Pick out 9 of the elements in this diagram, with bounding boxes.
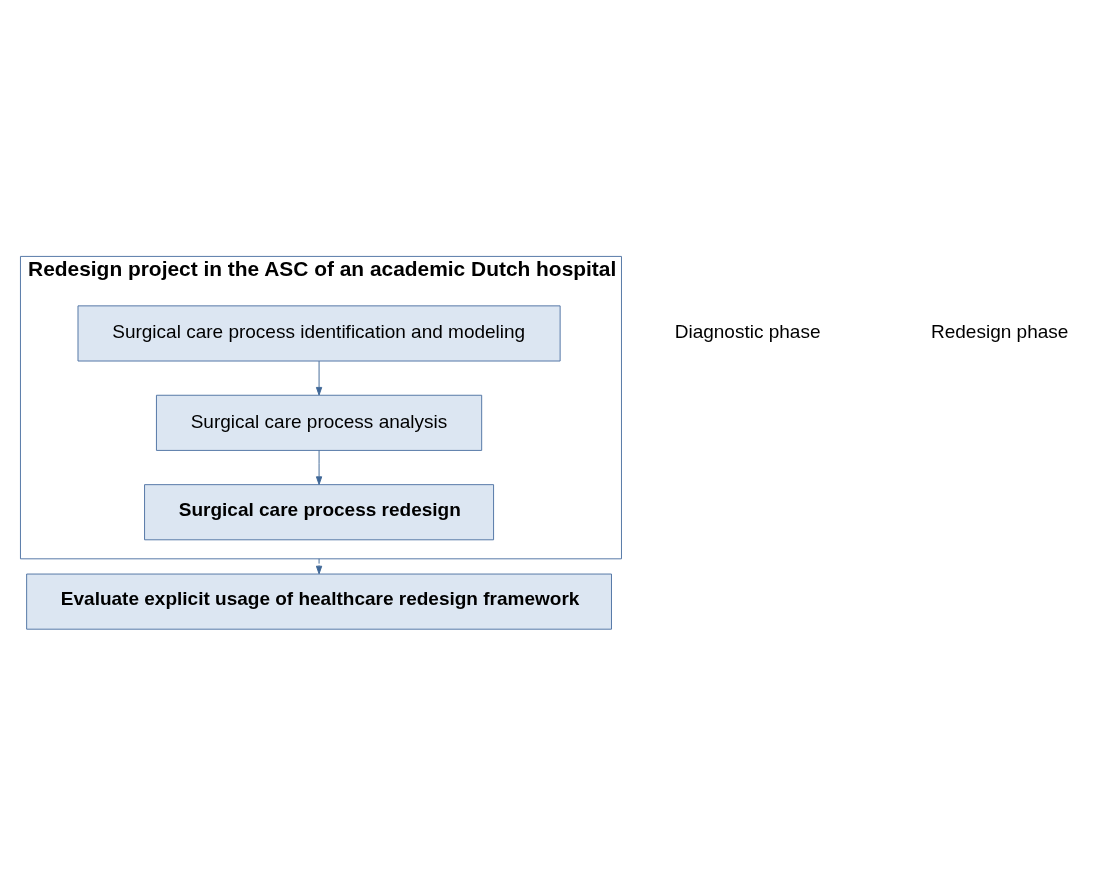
arrow [315, 449, 323, 485]
node-box: Evaluate explicit usage of healthcare redesign framework [26, 573, 612, 630]
arrow [315, 360, 323, 395]
arrow [315, 557, 323, 574]
label: Redesign phase [931, 320, 1069, 342]
node-box: Surgical care process identification and modeling [77, 304, 561, 361]
node-box: Surgical care process redesign [144, 483, 495, 540]
node-box: Surgical care process analysis [155, 394, 483, 451]
label: Diagnostic phase [674, 320, 821, 342]
